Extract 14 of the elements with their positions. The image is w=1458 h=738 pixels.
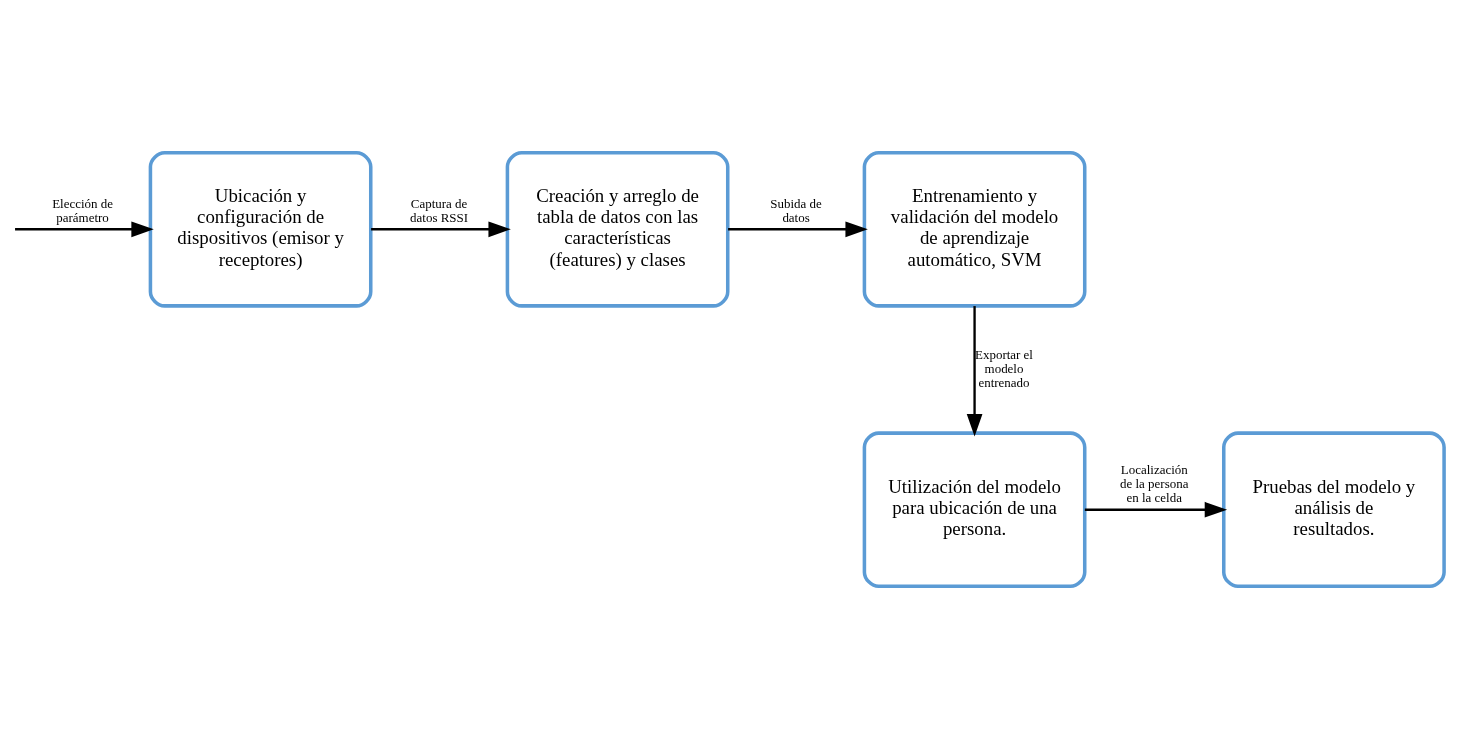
edge-label: Subida de datos: [770, 195, 822, 225]
arrow: [371, 220, 511, 237]
node-box: Utilización del modelo para ubicación de una persona.: [862, 430, 1087, 588]
arrow: [728, 220, 868, 237]
node-box: Ubicación y configuración de dispositivos (emisor y receptores): [148, 150, 373, 308]
edge-label: Captura de datos RSSI: [410, 195, 469, 225]
edge-label: Localización de la persona en la celda: [1120, 461, 1189, 505]
node-box: Entrenamiento y validación del modelo de aprendizaje automático, SVM: [862, 150, 1087, 308]
node-box: Creación y arreglo de tabla de datos con las características (features) y clases: [505, 150, 730, 308]
arrow: [1084, 501, 1228, 518]
edge-label: Elección de parámetro: [52, 195, 113, 225]
node-box: Pruebas del modelo y análisis de resultados.: [1222, 430, 1446, 588]
arrow: [15, 220, 154, 237]
arrow: [966, 305, 983, 436]
